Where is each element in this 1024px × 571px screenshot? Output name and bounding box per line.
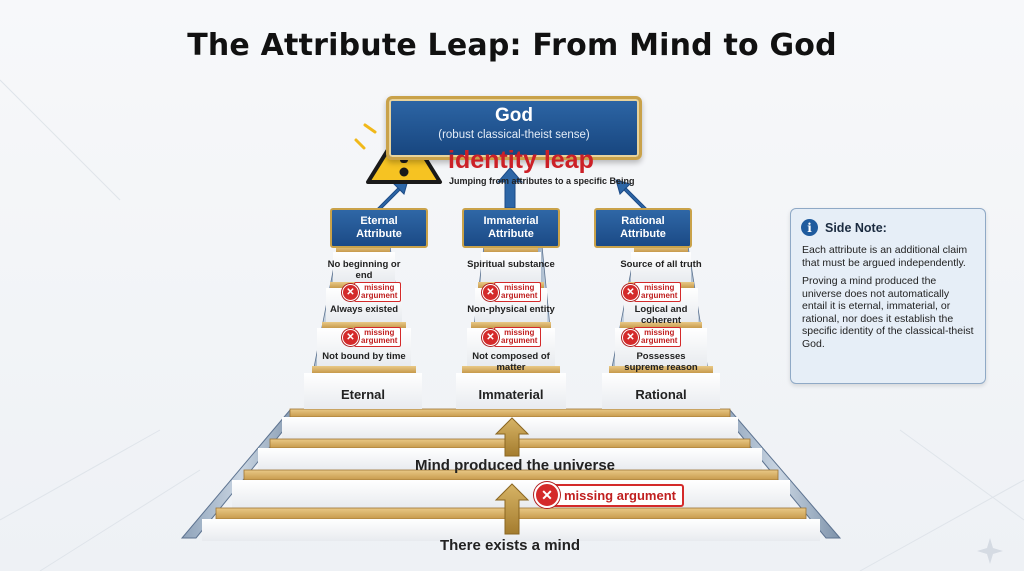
mind-produced-label: Mind produced the universe: [414, 457, 616, 474]
arrows-to-god: [369, 167, 655, 213]
label-line: argument: [641, 291, 678, 300]
header-line: Attribute: [488, 228, 534, 240]
label-line: argument: [501, 291, 538, 300]
side-note-title: Side Note:: [825, 220, 887, 235]
side-note-header: i Side Note:: [801, 219, 985, 236]
god-title: God: [495, 105, 533, 126]
god-box: God (robust classical-theist sense): [386, 96, 642, 160]
step-text: Non-physical entity: [467, 304, 555, 315]
label-line: missing: [644, 328, 675, 337]
step-text: Logical and coherent: [634, 304, 688, 326]
page-title: The Attribute Leap: From Mind to God: [187, 28, 837, 63]
step-text: No beginning or end: [327, 259, 401, 281]
x-circle-icon: ✕: [342, 283, 359, 301]
label-line: missing: [364, 328, 395, 337]
x-circle-icon: ✕: [482, 283, 499, 301]
immaterial-attribute-header: Immaterial Attribute: [462, 208, 560, 248]
step-text: Spiritual substance: [467, 259, 555, 270]
side-note-paragraph: Proving a mind produced the universe doe…: [802, 275, 974, 350]
header-line: Eternal: [360, 215, 398, 227]
base-label-immaterial: Immaterial: [478, 387, 544, 402]
info-icon: i: [801, 219, 818, 236]
header-line: Immaterial: [483, 215, 539, 227]
step-text: Source of all truth: [620, 259, 702, 270]
base-label-rational: Rational: [635, 387, 687, 402]
label-line: argument: [641, 336, 678, 345]
header-line: Attribute: [356, 228, 402, 240]
sparkle-icon: [977, 538, 1003, 564]
label-line: missing: [504, 283, 535, 292]
step-text: Not bound by time: [322, 351, 406, 362]
label-line: missing: [364, 283, 395, 292]
side-note-panel: i Side Note: Each attribute is an additi…: [790, 208, 986, 384]
missing-argument-badge-large: ✕ missing argument: [534, 482, 684, 508]
label-line: argument: [501, 336, 538, 345]
x-circle-icon: ✕: [534, 482, 560, 508]
gold-arrows: [494, 417, 530, 535]
side-note-paragraph: Each attribute is an additional claim th…: [802, 244, 968, 269]
x-circle-icon: ✕: [342, 328, 359, 346]
step-text: Possesses supreme reason: [624, 351, 698, 373]
label-line: missing: [504, 328, 535, 337]
x-circle-icon: ✕: [622, 328, 639, 346]
x-circle-icon: ✕: [482, 328, 499, 346]
label-line: argument: [361, 291, 398, 300]
eternal-attribute-header: Eternal Attribute: [330, 208, 428, 248]
x-circle-icon: ✕: [622, 283, 639, 301]
base-label-eternal: Eternal: [340, 387, 386, 402]
label-line: argument: [361, 336, 398, 345]
label-line: missing: [644, 283, 675, 292]
identity-leap-subtitle: Jumping from attributes to a specific Be…: [449, 176, 635, 186]
rational-attribute-header: Rational Attribute: [594, 208, 692, 248]
god-subtitle: (robust classical-theist sense): [438, 129, 590, 141]
header-line: Attribute: [620, 228, 666, 240]
identity-leap-title: identity leap: [448, 146, 594, 174]
step-text: Not composed of matter: [472, 351, 550, 373]
header-line: Rational: [621, 215, 665, 227]
exists-mind-label: There exists a mind: [439, 537, 581, 554]
background-lines: [0, 79, 1024, 571]
step-text: Always existed: [329, 304, 399, 315]
missing-argument-label: missing argument: [552, 483, 684, 507]
